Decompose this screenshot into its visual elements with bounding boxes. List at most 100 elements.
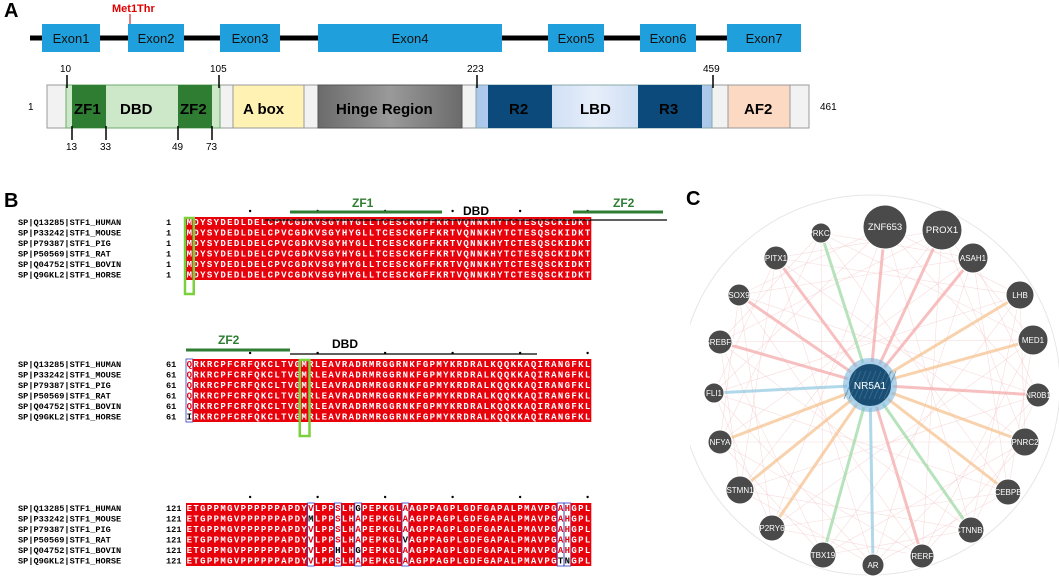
block-start: 1 xyxy=(166,229,171,239)
conserved-column xyxy=(361,217,369,280)
conserved-column xyxy=(503,217,511,280)
conserved-column xyxy=(489,503,497,566)
zf1-label: ZF1 xyxy=(74,101,101,118)
network-edge-faint xyxy=(771,226,886,529)
node-tbx19[interactable]: TBX19 xyxy=(809,541,837,569)
network-edge-faint xyxy=(739,229,943,491)
node-stmn1[interactable]: STMN1 xyxy=(725,475,755,505)
conserved-column xyxy=(442,359,450,422)
network-edge-faint xyxy=(713,294,1021,394)
node-asah1[interactable]: ASAH1 xyxy=(957,242,989,274)
conserved-column xyxy=(395,359,403,422)
node-med1[interactable]: MED1 xyxy=(1017,324,1049,356)
node-lhb[interactable]: LHB xyxy=(1005,280,1035,310)
node-prkcz[interactable]: PRKCZ xyxy=(807,222,835,244)
conserved-column xyxy=(435,503,443,566)
block-start: 121 xyxy=(166,525,181,535)
network-edge xyxy=(869,383,1009,494)
conserved-column xyxy=(510,503,518,566)
node-fli1[interactable]: FLI1 xyxy=(703,382,725,404)
node-ar[interactable]: AR xyxy=(861,553,885,576)
node-pitx1[interactable]: PITX1 xyxy=(763,245,789,271)
node-znf653[interactable]: ZNF653 xyxy=(862,204,908,250)
sequence-row: QRKRCPFCRFQKCLTVGMRLEAVRADRMRGGRNKFGPMYK… xyxy=(187,392,591,402)
svg-text:10: 10 xyxy=(60,64,72,75)
network-edge-faint xyxy=(820,232,1034,341)
block-start: 1 xyxy=(166,218,171,228)
conserved-column xyxy=(300,503,308,566)
center-node[interactable]: NR5A1 xyxy=(843,358,897,412)
conserved-column xyxy=(348,359,356,422)
exon-label: Exon4 xyxy=(392,31,429,46)
node-srebf1[interactable]: SREBF1 xyxy=(704,329,736,355)
conserved-column xyxy=(233,217,241,280)
conserved-column xyxy=(368,359,376,422)
exon-2: Exon2 xyxy=(128,24,184,52)
conserved-column xyxy=(307,217,315,280)
network-edge-faint xyxy=(822,441,1026,556)
node-sox9[interactable]: SOX9 xyxy=(727,283,751,307)
sequence-row: ETGPPMGVPPPPPPAPDYVLPPSLHGPEPKGLAAGPPAGP… xyxy=(187,504,591,514)
species-label: SP|Q9GKL2|STF1_HORSE xyxy=(18,271,121,281)
lbd-label: LBD xyxy=(580,101,611,118)
node-ctnnb1[interactable]: CTNNB1 xyxy=(955,516,988,544)
node-prox1[interactable]: PROX1 xyxy=(921,209,963,251)
node-nfya[interactable]: NFYA xyxy=(707,429,733,455)
svg-text:49: 49 xyxy=(172,142,184,153)
species-label: SP|Q13285|STF1_HUMAN xyxy=(18,504,121,514)
species-label: SP|Q13285|STF1_HUMAN xyxy=(18,218,121,228)
node-cebpb[interactable]: CEBPB xyxy=(994,478,1022,506)
conserved-column xyxy=(381,359,389,422)
node-p2ry6[interactable]: P2RY6 xyxy=(758,514,786,542)
svg-text:223: 223 xyxy=(467,64,484,75)
network-edge-faint xyxy=(719,257,974,443)
conserved-column xyxy=(233,503,241,566)
hinge-domain xyxy=(317,84,463,129)
position-dot xyxy=(518,209,522,213)
conserved-column xyxy=(584,503,592,566)
conserved-column xyxy=(530,359,538,422)
conserved-column xyxy=(273,359,281,422)
network-edge-faint xyxy=(921,441,1026,557)
conserved-column xyxy=(334,359,342,422)
sequence-row: ETGPPMGVPPPPPPAPDYVLPPSLHAPEPKGLAAGPPAGP… xyxy=(187,525,591,535)
conserved-column xyxy=(327,217,335,280)
position-dot xyxy=(248,351,252,355)
node-label: PITX1 xyxy=(765,254,788,263)
top-tick-459: 459 xyxy=(703,64,720,88)
conserved-column xyxy=(476,503,484,566)
node-trerf1[interactable]: TRERF1 xyxy=(906,543,938,569)
network-edge-faint xyxy=(738,257,974,296)
conserved-column xyxy=(408,503,416,566)
conserved-column xyxy=(206,217,214,280)
node-pnrc2[interactable]: PNRC2 xyxy=(1010,427,1040,457)
node-nr0b1[interactable]: NR0B1 xyxy=(1025,382,1051,408)
zf1-domain xyxy=(72,85,106,128)
top-tick-10: 10 xyxy=(60,64,72,88)
conserved-column xyxy=(375,217,383,280)
panel-label-b: B xyxy=(4,190,19,212)
conserved-column xyxy=(226,217,234,280)
conserved-column xyxy=(375,359,383,422)
block-start: 61 xyxy=(166,413,176,423)
sequence-row: ETGPPMGVPPPPPPAPDYVLPPSLHAPEPKGLAAGPPAGP… xyxy=(187,557,591,567)
network-edge-faint xyxy=(775,257,874,566)
network-edge-faint xyxy=(738,294,773,529)
network-edge-faint xyxy=(941,229,1034,341)
block-start: 121 xyxy=(166,515,181,525)
network-edge-faint xyxy=(719,232,822,443)
species-label: SP|P33242|STF1_MOUSE xyxy=(18,229,121,239)
conserved-column xyxy=(287,217,295,280)
network-edge-faint xyxy=(972,257,1039,396)
network-edge-faint xyxy=(884,226,972,531)
conserved-column xyxy=(219,359,227,422)
conserved-column xyxy=(341,359,349,422)
bottom-tick-13: 13 xyxy=(66,126,78,153)
conserved-column xyxy=(294,503,302,566)
node-label: STMN1 xyxy=(726,486,754,495)
node-label: SREBF1 xyxy=(704,338,736,347)
sequence-row: IRKRCPFCRFQKCLTVGMRLEAVRADRMRGGRNKFGPMYK… xyxy=(187,413,591,423)
conserved-column xyxy=(550,503,558,566)
